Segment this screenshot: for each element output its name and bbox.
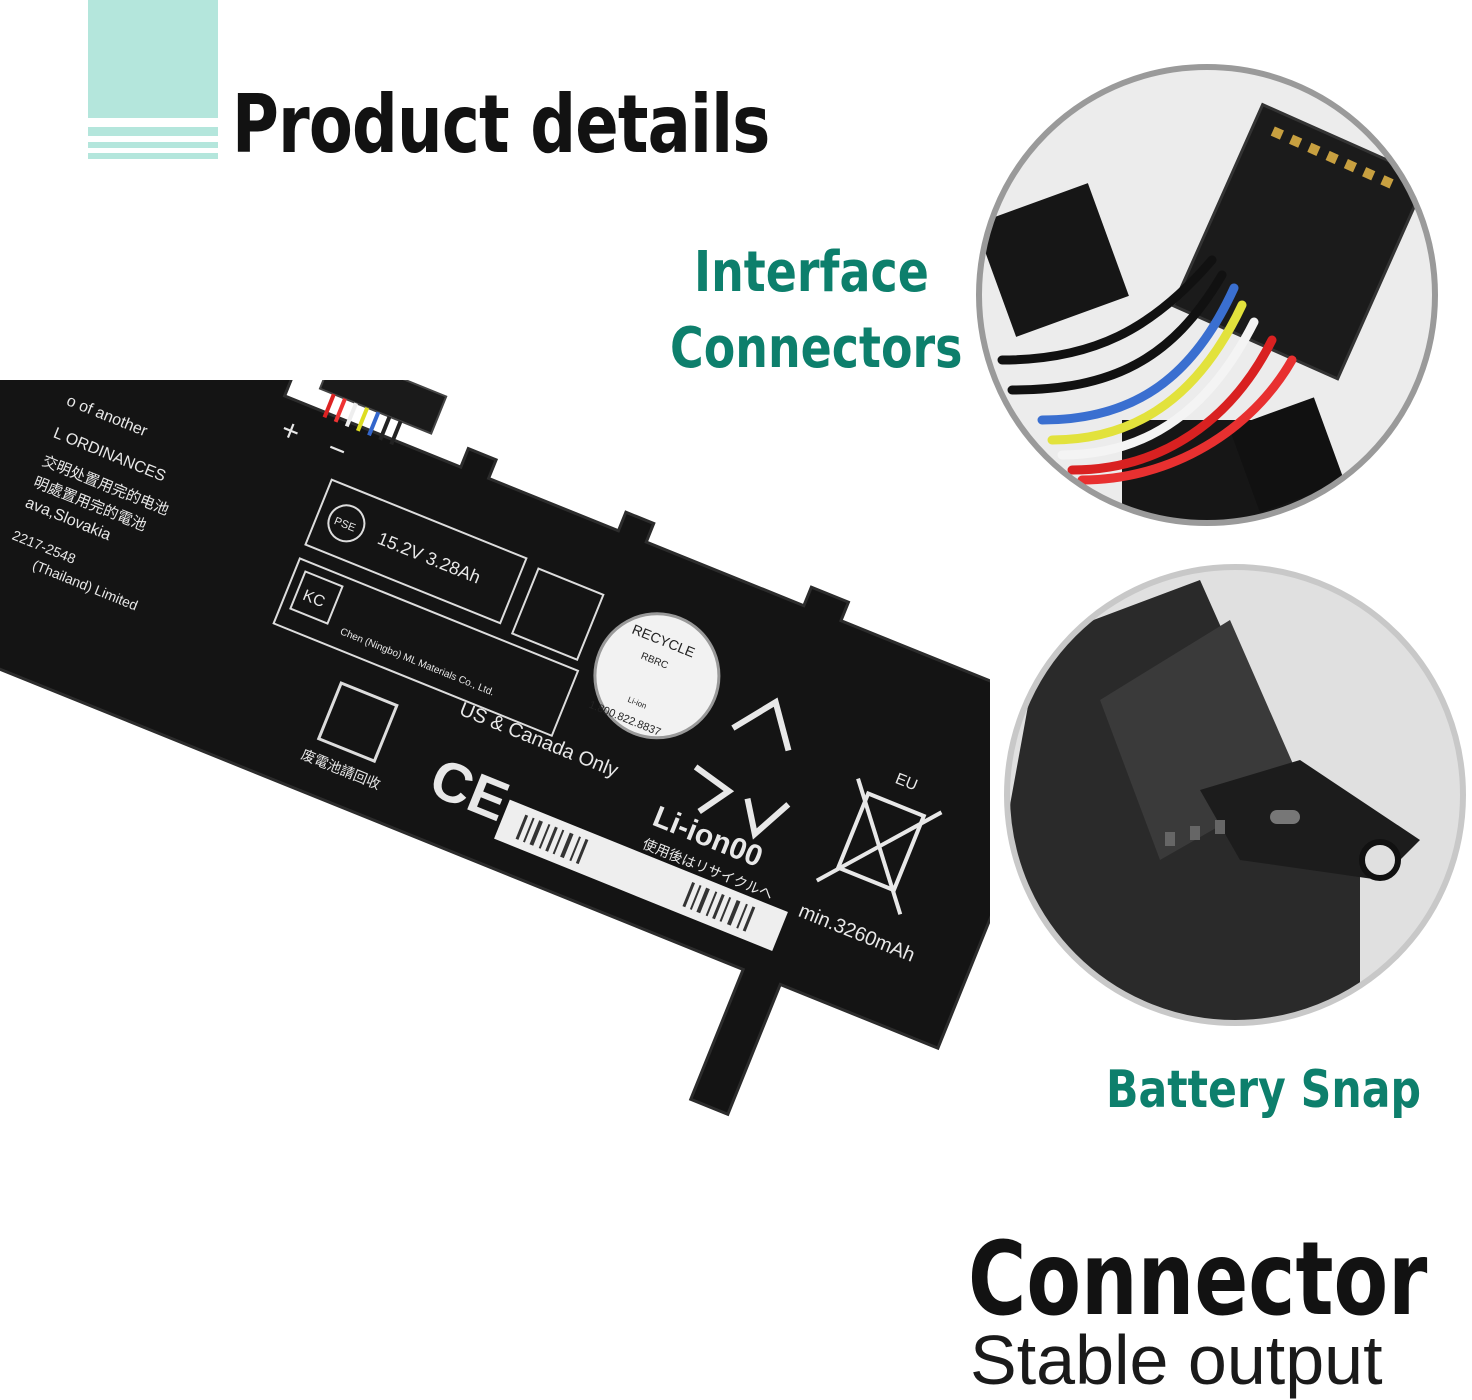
- stable-output-subheading: Stable output: [970, 1321, 1383, 1399]
- kc-info-box: [272, 557, 580, 738]
- kc-mark-icon: [289, 570, 344, 625]
- connector-heading: Connector: [968, 1220, 1428, 1339]
- accent-stripe: [88, 127, 218, 136]
- connector-closeup-image: [976, 64, 1438, 526]
- battery-snap-callout: Battery Snap: [1106, 1060, 1421, 1120]
- battery-image: + − o of another L ORDINANCES 交明处置用完的电池 …: [0, 380, 990, 1117]
- accent-block: [88, 0, 218, 118]
- barcode-icon: [515, 814, 756, 932]
- accent-stripe: [88, 153, 218, 159]
- battery-snap-closeup-image: [1004, 564, 1466, 1026]
- interface-callout-line2: Connectors: [670, 316, 963, 381]
- recycle-arrows-icon: [693, 697, 792, 840]
- accent-stripe: [88, 142, 218, 148]
- cn-recycle-mark-icon: [316, 681, 399, 764]
- page-title: Product details: [232, 78, 770, 171]
- bsmi-mark-box: [510, 567, 605, 662]
- rating-box: [304, 478, 528, 625]
- pse-mark-icon: [327, 504, 366, 543]
- header-accent-decoration: [0, 0, 220, 170]
- crossed-out-bin-icon: [815, 778, 943, 915]
- interface-callout-line1: Interface: [694, 240, 929, 305]
- rbrc-recycle-seal-icon: [593, 612, 721, 740]
